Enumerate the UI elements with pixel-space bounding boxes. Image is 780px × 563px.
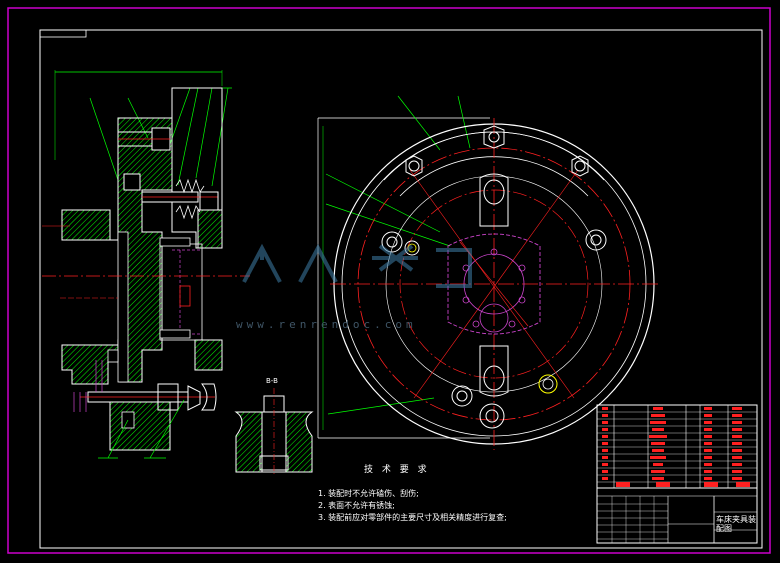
bom-cell-mark [651, 470, 665, 473]
tech-req-title: 技 术 要 求 [364, 465, 430, 475]
tech-req-note-2: 2. 表面不允许有锈蚀; [318, 501, 395, 510]
bom-cell-mark [704, 463, 712, 466]
bom-cell-mark [704, 407, 712, 410]
bom-cell-mark [650, 456, 666, 459]
bom-cell-mark [704, 456, 712, 459]
watermark-logo [242, 243, 472, 288]
bom-cell-mark [651, 442, 665, 445]
bom-cell-mark [602, 435, 608, 438]
bom-cell-mark [704, 442, 712, 445]
bom-cell-mark [602, 407, 608, 410]
plan-view [317, 95, 660, 450]
bom-cell-mark [704, 435, 712, 438]
bom-cell-mark [602, 456, 608, 459]
bom-cell-mark [732, 442, 742, 445]
detail-section-bb [234, 388, 314, 476]
bom-cell-mark [602, 463, 608, 466]
drawing-name-line2: 配图 [716, 524, 732, 533]
bom-cell-mark [704, 477, 712, 480]
bom-cell-mark [602, 470, 608, 473]
bom-cell-mark [649, 435, 667, 438]
bom-cell-mark [732, 414, 742, 417]
inner-border [39, 29, 763, 549]
bom-cell-mark [602, 414, 608, 417]
bom-cell-mark [653, 463, 663, 466]
bom-cell-mark [732, 470, 742, 473]
bom-cell-mark [732, 449, 742, 452]
bom-cell-mark [732, 477, 742, 480]
watermark-url: www.renrendoc.com [236, 318, 417, 331]
section-label-bb: B-B [266, 377, 278, 385]
drawing-name: 车床夹具装 [716, 515, 756, 524]
bom-cell-mark [704, 428, 712, 431]
outer-border [7, 7, 771, 554]
bom-cell-mark [732, 407, 742, 410]
bom-cell-mark [732, 463, 742, 466]
title-grid [597, 496, 668, 543]
bom-cell-mark [602, 449, 608, 452]
bom-cell-mark [704, 449, 712, 452]
bom-cell-mark [652, 477, 664, 480]
bom-cell-mark [704, 421, 712, 424]
bom-cell-mark [651, 414, 665, 417]
bom-cell-mark [704, 470, 712, 473]
tech-req-note-1: 1. 装配时不允许磕伤、刮伤; [318, 489, 419, 498]
bom-cell-mark [732, 428, 742, 431]
bom-cell-mark [652, 428, 664, 431]
bom-cell-mark [602, 421, 608, 424]
bom-cell-mark [652, 449, 664, 452]
bom-cell-mark [650, 421, 666, 424]
bom-cell-mark [732, 421, 742, 424]
bom-cell-mark [732, 456, 742, 459]
corner-box [39, 29, 87, 38]
bom-cell-mark [602, 442, 608, 445]
bom-cell-mark [602, 428, 608, 431]
title-block [596, 404, 758, 544]
bom-cell-mark [732, 435, 742, 438]
bom-cell-mark [704, 414, 712, 417]
tech-req-note-3: 3. 装配前应对零部件的主要尺寸及相关精度进行复查; [318, 513, 507, 522]
bom-rows [597, 407, 757, 483]
bom-cell-mark [653, 407, 663, 410]
bom-cell-mark [602, 477, 608, 480]
section-view [42, 70, 250, 459]
